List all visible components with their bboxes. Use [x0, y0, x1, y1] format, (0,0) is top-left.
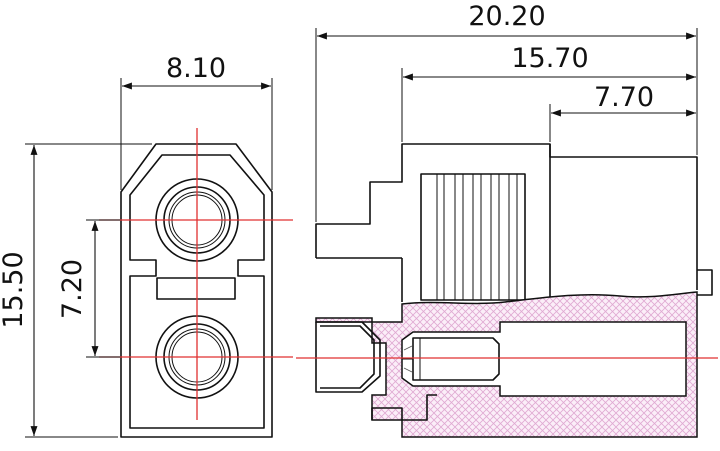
dimension-pin-spacing: 7.20 [57, 219, 120, 358]
dimension-front-width: 8.10 [120, 53, 273, 190]
front-view-key-slot [156, 277, 236, 300]
pin-spacing-label: 7.20 [57, 259, 88, 319]
side-view-grip-ribs [420, 173, 526, 301]
front-height-label: 15.50 [0, 251, 29, 328]
side-view-contact-pin [315, 321, 500, 393]
dimension-total-length: 20.20 [315, 1, 698, 222]
body-length-label: 15.70 [511, 43, 588, 74]
dimension-front-height: 15.50 [0, 143, 152, 438]
front-view-inner-outline [129, 154, 265, 429]
dimension-body-length: 15.70 [401, 43, 696, 142]
front-view: 8.10 15.50 7.20 [0, 53, 293, 438]
dimension-shroud-length: 7.70 [549, 82, 696, 142]
side-view-cavity [401, 321, 687, 397]
side-view-upper-outline [315, 143, 698, 290]
total-length-label: 20.20 [468, 1, 545, 32]
shroud-length-label: 7.70 [594, 82, 654, 113]
front-view-outline [120, 143, 273, 438]
front-width-label: 8.10 [166, 53, 226, 84]
side-view: 20.20 15.70 7.70 [296, 1, 718, 438]
